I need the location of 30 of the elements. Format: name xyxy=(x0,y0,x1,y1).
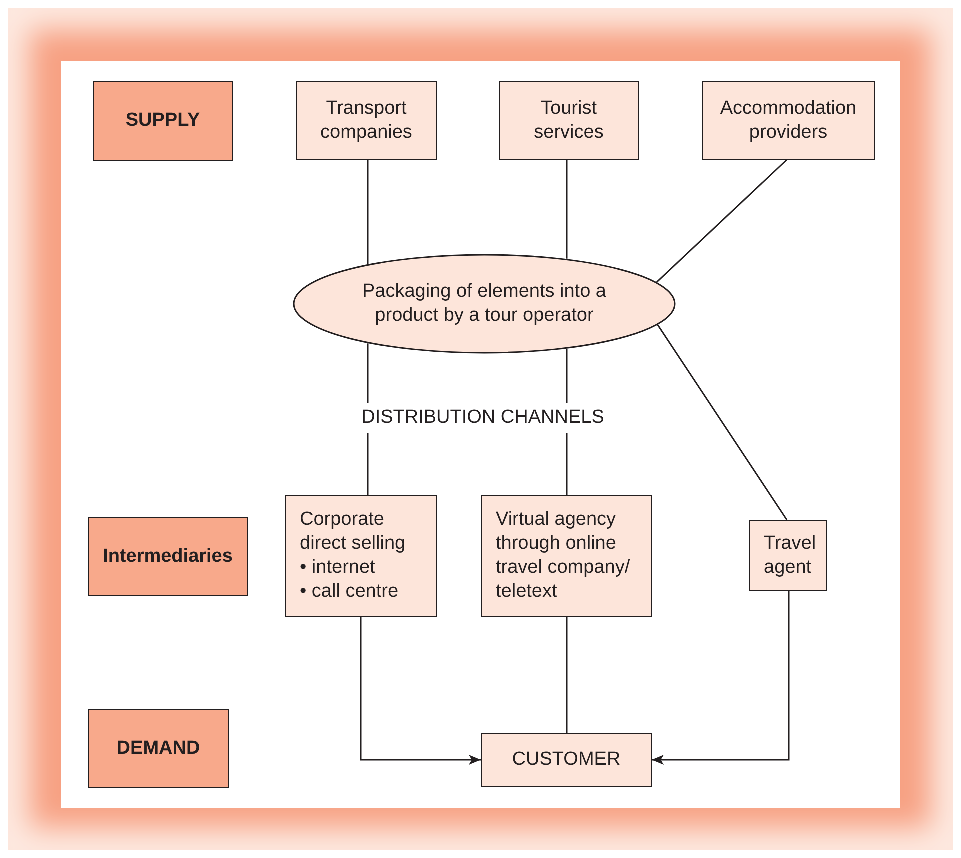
bullet-item: • internet xyxy=(300,556,376,580)
stage-label-box xyxy=(88,709,229,788)
node-text: Corporate direct selling xyxy=(300,508,407,556)
arrow xyxy=(652,591,790,765)
supplier-box xyxy=(499,81,639,160)
node-text: Accommodation providers xyxy=(719,96,858,144)
channel-box xyxy=(749,520,827,591)
supplier-box xyxy=(702,81,875,160)
connector-line xyxy=(566,160,568,259)
node-text: Virtual agency through online travel company/ teletext xyxy=(496,508,632,604)
stage-label-box xyxy=(93,81,233,161)
channel-box xyxy=(481,495,652,617)
node-text: Intermediaries xyxy=(103,544,233,568)
connector-line xyxy=(566,617,568,733)
supplier-box xyxy=(296,81,437,160)
connector-line xyxy=(657,324,788,520)
node-text: DEMAND xyxy=(116,736,200,760)
node-text: Travel agent xyxy=(764,532,816,580)
connector-line xyxy=(656,159,788,283)
stage-label-box xyxy=(88,517,248,596)
node-text: CUSTOMER xyxy=(512,748,621,772)
node-text: Packaging of elements into a product by a tour operator xyxy=(362,280,608,328)
arrow xyxy=(360,617,481,765)
customer-box xyxy=(481,733,652,787)
connector-line xyxy=(367,160,369,264)
node-text: Tourist services xyxy=(533,96,605,144)
bullet-item: • call centre xyxy=(300,580,399,604)
channel-box xyxy=(285,495,437,617)
node-text: Transport companies xyxy=(320,96,414,144)
node-text: SUPPLY xyxy=(126,109,200,133)
